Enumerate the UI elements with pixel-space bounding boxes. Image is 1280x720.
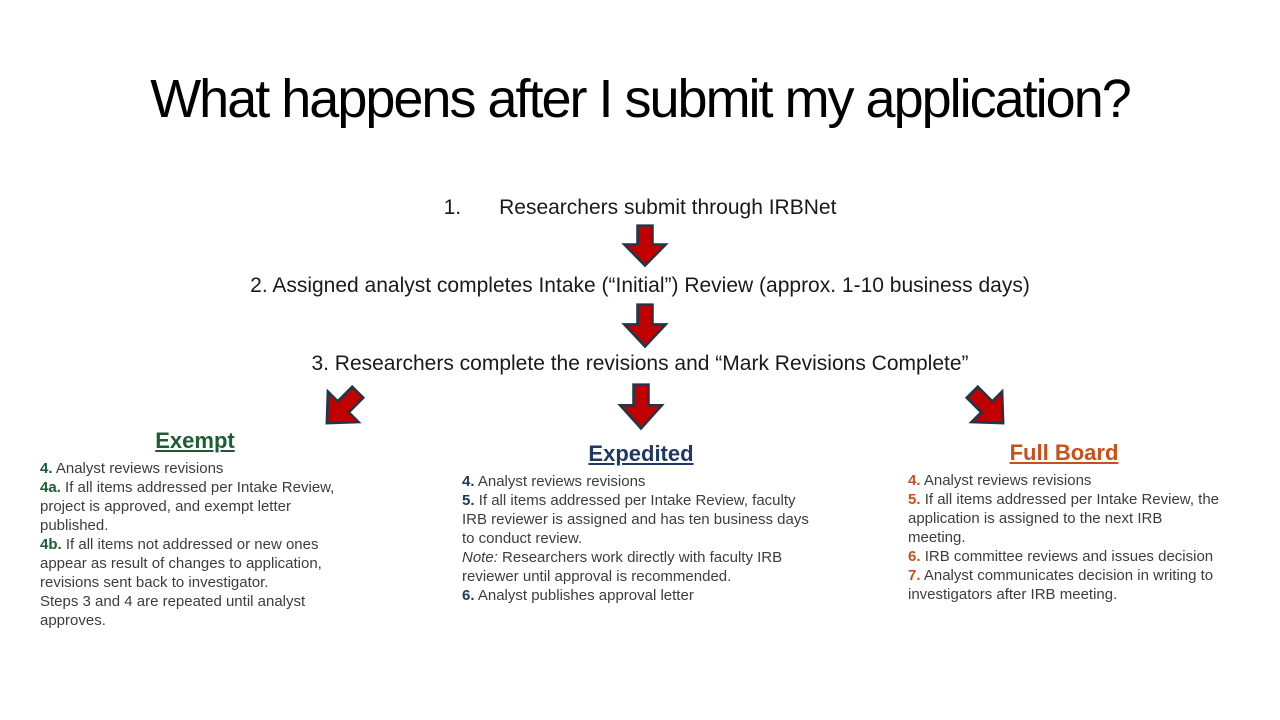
full-board-heading: Full Board xyxy=(1009,440,1119,465)
step-2: 2. Assigned analyst completes Intake (“I… xyxy=(0,274,1280,298)
list-item: 5. If all items addressed per Intake Rev… xyxy=(462,492,809,547)
expedited-column: Expedited 4. Analyst reviews revisions 5… xyxy=(462,441,820,605)
exempt-heading: Exempt xyxy=(155,428,235,453)
step-2-text: 2. Assigned analyst completes Intake (“I… xyxy=(250,274,1030,297)
step-1: 1. Researchers submit through IRBNet xyxy=(0,196,1280,220)
list-item: 7. Analyst communicates decision in writ… xyxy=(908,567,1214,603)
step-1-number: 1. xyxy=(443,196,462,219)
full-board-column: Full Board 4. Analyst reviews revisions … xyxy=(908,440,1220,604)
down-arrow-icon xyxy=(616,383,666,431)
list-item: 5. If all items addressed per Intake Rev… xyxy=(908,491,1220,546)
step-3: 3. Researchers complete the revisions an… xyxy=(0,352,1280,376)
step-1-text: Researchers submit through IRBNet xyxy=(499,196,837,219)
list-item: 4. Analyst reviews revisions xyxy=(908,472,1092,489)
list-item: Note: Researchers work directly with fac… xyxy=(462,549,783,585)
list-item: Steps 3 and 4 are repeated until analyst… xyxy=(40,593,306,629)
list-item: 4b. If all items not addressed or new on… xyxy=(40,536,322,591)
down-left-arrow-icon xyxy=(307,373,378,444)
down-arrow-icon xyxy=(620,303,670,349)
down-arrow-icon xyxy=(620,224,670,268)
exempt-column: Exempt 4. Analyst reviews revisions 4a. … xyxy=(40,428,350,630)
down-right-arrow-icon xyxy=(953,373,1024,444)
list-item: 6. Analyst publishes approval letter xyxy=(462,587,694,604)
list-item: 4. Analyst reviews revisions xyxy=(40,460,224,477)
list-item: 6. IRB committee reviews and issues deci… xyxy=(908,548,1214,565)
step-3-text: 3. Researchers complete the revisions an… xyxy=(311,352,969,375)
list-item: 4a. If all items addressed per Intake Re… xyxy=(40,479,335,534)
list-item: 4. Analyst reviews revisions xyxy=(462,473,646,490)
expedited-heading: Expedited xyxy=(588,441,694,466)
slide-title: What happens after I submit my applicati… xyxy=(150,69,1132,129)
